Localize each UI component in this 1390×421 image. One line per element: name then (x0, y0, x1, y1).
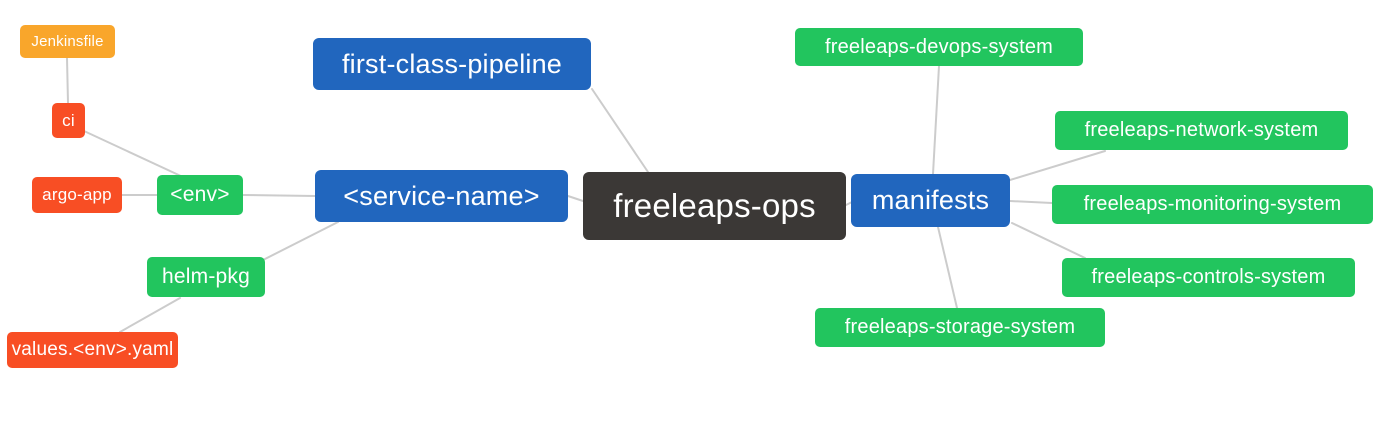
edge-manifests-controls (1011, 222, 1086, 259)
edge-env-servicename (242, 194, 316, 197)
edge-servicename-ops (567, 195, 584, 202)
edge-helmpkg-servicename (262, 221, 339, 261)
node-freeleaps-devops-system[interactable]: freeleaps-devops-system (795, 28, 1083, 66)
node-manifests[interactable]: manifests (851, 174, 1010, 227)
edge-manifests-network (1009, 150, 1106, 181)
node-jenkinsfile[interactable]: Jenkinsfile (20, 25, 115, 58)
edge-manifests-monitoring (1009, 200, 1053, 204)
edge-ci-env (83, 130, 184, 178)
edge-jenkinsfile-ci (66, 57, 69, 104)
edge-pipeline-ops (591, 88, 649, 173)
edge-manifests-storage (937, 226, 958, 309)
node-freeleaps-monitoring-system[interactable]: freeleaps-monitoring-system (1052, 185, 1373, 224)
node-freeleaps-controls-system[interactable]: freeleaps-controls-system (1062, 258, 1355, 297)
node-argo-app[interactable]: argo-app (32, 177, 122, 213)
node-freeleaps-ops[interactable]: freeleaps-ops (583, 172, 846, 240)
node-first-class-pipeline[interactable]: first-class-pipeline (313, 38, 591, 90)
edge-manifests-devops (932, 65, 940, 175)
node-freeleaps-storage-system[interactable]: freeleaps-storage-system (815, 308, 1105, 347)
node-helm-pkg[interactable]: helm-pkg (147, 257, 265, 297)
node-ci[interactable]: ci (52, 103, 85, 138)
node-env[interactable]: <env> (157, 175, 243, 215)
node-values-env-yaml[interactable]: values.<env>.yaml (7, 332, 178, 368)
edge-values-helmpkg (119, 297, 181, 333)
node-service-name[interactable]: <service-name> (315, 170, 568, 222)
node-freeleaps-network-system[interactable]: freeleaps-network-system (1055, 111, 1348, 150)
